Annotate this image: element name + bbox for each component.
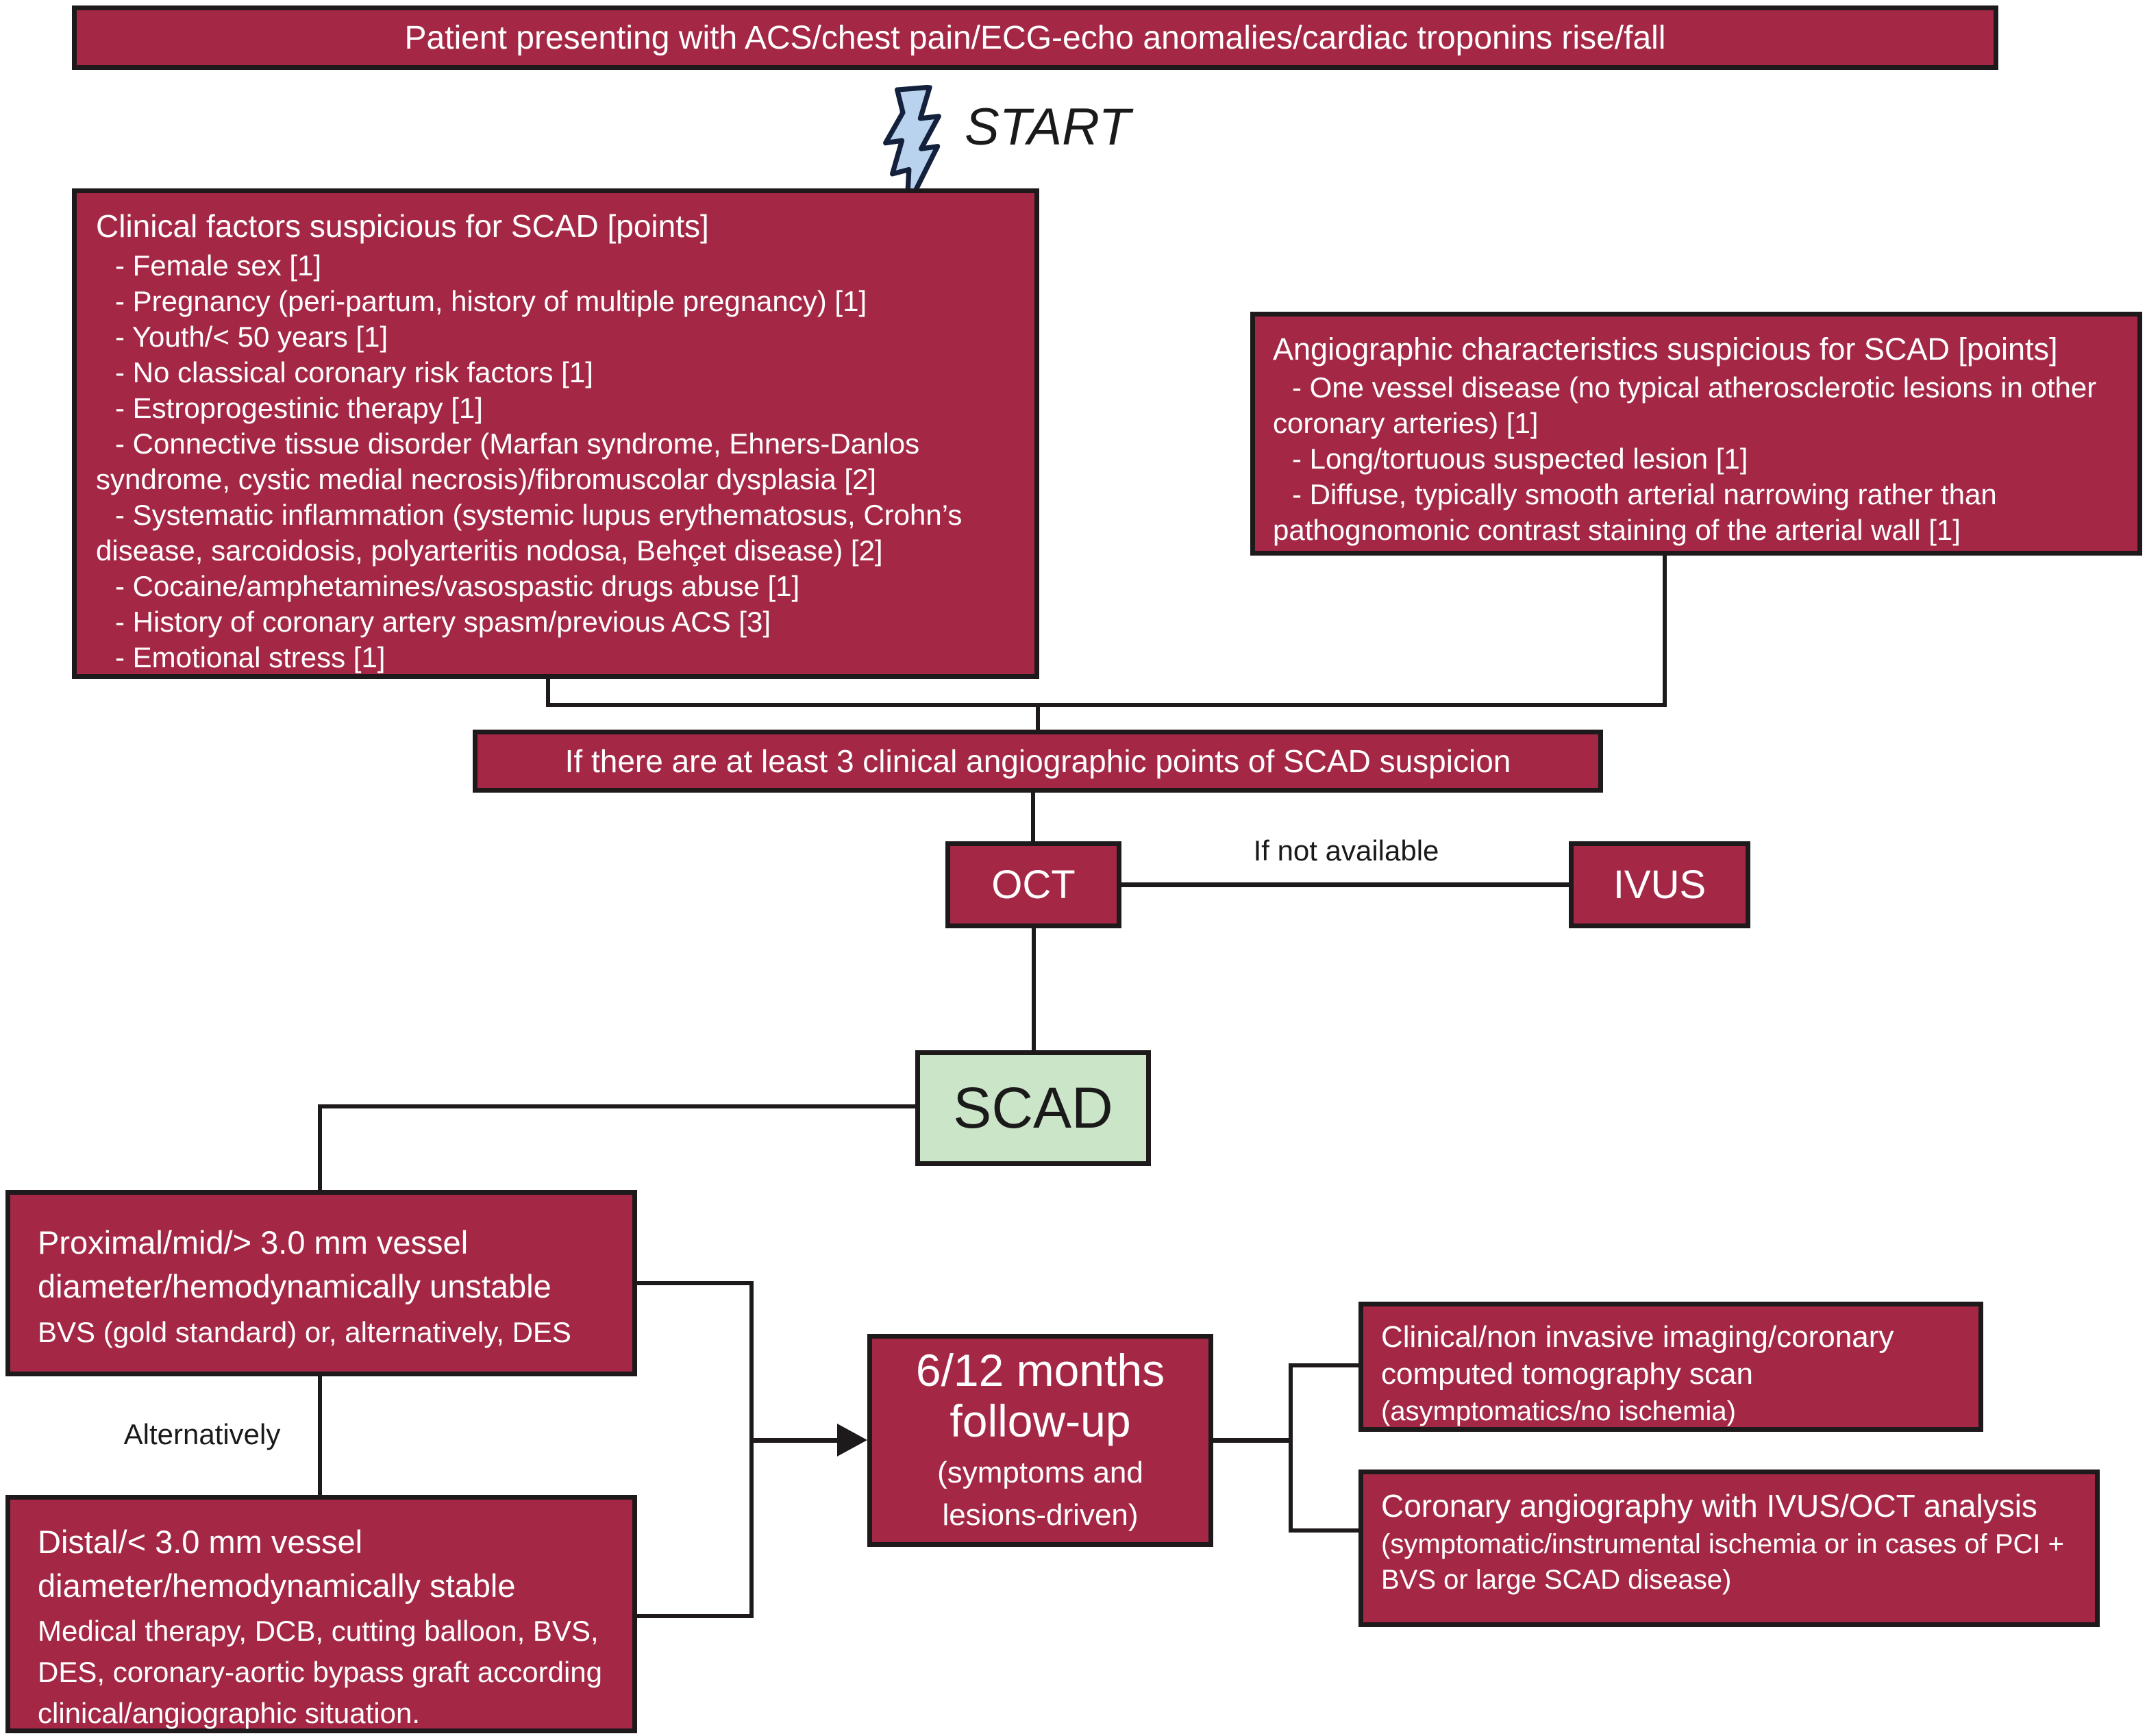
arrowhead-followup bbox=[837, 1424, 867, 1456]
connector-oct-ivus bbox=[1121, 882, 1569, 887]
connector-proximal-right bbox=[637, 1281, 754, 1285]
connector-arrow-shaft bbox=[749, 1438, 841, 1443]
proximal-title: Proximal/mid/> 3.0 mm vessel diameter/he… bbox=[38, 1224, 551, 1304]
connector-alternatively bbox=[318, 1376, 322, 1495]
clinical-item: - Systematic inflammation (systemic lupu… bbox=[96, 499, 963, 567]
angiographic-item: - One vessel disease (no typical atheros… bbox=[1273, 371, 2097, 439]
ct-scan-box: Clinical/non invasive imaging/coronary c… bbox=[1358, 1302, 1983, 1432]
suspicion-text: If there are at least 3 clinical angiogr… bbox=[564, 743, 1511, 779]
connector-distal-right bbox=[637, 1614, 754, 1618]
angiographic-item: - Long/tortuous suspected lesion [1] bbox=[1292, 443, 1748, 475]
clinical-item: - Estroprogestinic therapy [1] bbox=[115, 392, 483, 424]
followup-box: 6/12 months follow-up (symptoms and lesi… bbox=[867, 1334, 1213, 1547]
proximal-body: BVS (gold standard) or, alternatively, D… bbox=[38, 1316, 571, 1348]
connector-clinical-down bbox=[546, 678, 550, 707]
ct-scan-subtitle: (asymptomatics/no ischemia) bbox=[1381, 1396, 1736, 1426]
start-label: START bbox=[965, 98, 1131, 156]
clinical-item: - No classical coronary risk factors [1] bbox=[115, 356, 593, 388]
connector-bracket-bottom bbox=[1289, 1528, 1358, 1533]
connector-bracket-vertical bbox=[1289, 1363, 1293, 1533]
alternatively-label: Alternatively bbox=[123, 1418, 281, 1450]
connector-followup-right bbox=[1213, 1438, 1293, 1443]
connector-mid-down bbox=[1036, 703, 1040, 732]
connector-banner-oct bbox=[1031, 793, 1035, 844]
clinical-item: - Cocaine/amphetamines/vasospastic drugs… bbox=[115, 570, 800, 602]
patient-presenting-banner: Patient presenting with ACS/chest pain/E… bbox=[72, 5, 1998, 70]
coronary-angiography-title: Coronary angiography with IVUS/OCT analy… bbox=[1381, 1488, 2037, 1524]
connector-oct-scad bbox=[1032, 928, 1036, 1095]
connector-angio-down bbox=[1663, 556, 1667, 707]
clinical-item: - Female sex [1] bbox=[115, 249, 322, 282]
connector-left-down bbox=[318, 1104, 322, 1192]
angiographic-characteristics-box: Angiographic characteristics suspicious … bbox=[1250, 312, 2142, 556]
oct-box: OCT bbox=[945, 841, 1121, 928]
coronary-angiography-box: Coronary angiography with IVUS/OCT analy… bbox=[1358, 1470, 2100, 1627]
if-not-available-label: If not available bbox=[1253, 834, 1439, 867]
clinical-item: - Connective tissue disorder (Marfan syn… bbox=[96, 427, 920, 495]
clinical-factors-title: Clinical factors suspicious for SCAD [po… bbox=[96, 208, 709, 244]
clinical-factors-box: Clinical factors suspicious for SCAD [po… bbox=[72, 188, 1039, 679]
distal-body: Medical therapy, DCB, cutting balloon, B… bbox=[38, 1615, 603, 1729]
connector-join-vertical bbox=[749, 1281, 754, 1618]
clinical-item: - Youth/< 50 years [1] bbox=[115, 321, 388, 353]
followup-subtitle: (symptoms and lesions-driven) bbox=[937, 1455, 1143, 1532]
clinical-item: - History of coronary artery spasm/previ… bbox=[115, 606, 771, 638]
coronary-angiography-subtitle: (symptomatic/instrumental ischemia or in… bbox=[1381, 1529, 2065, 1595]
distal-box: Distal/< 3.0 mm vessel diameter/hemodyna… bbox=[5, 1495, 637, 1733]
clinical-item: - Emotional stress [1] bbox=[115, 641, 386, 673]
distal-title: Distal/< 3.0 mm vessel diameter/hemodyna… bbox=[38, 1524, 516, 1604]
ivus-box: IVUS bbox=[1569, 841, 1750, 928]
suspicion-banner: If there are at least 3 clinical angiogr… bbox=[473, 730, 1603, 793]
followup-title: 6/12 months follow-up bbox=[915, 1344, 1165, 1446]
patient-presenting-text: Patient presenting with ACS/chest pain/E… bbox=[404, 19, 1666, 56]
scad-box: SCAD bbox=[915, 1050, 1151, 1166]
angiographic-title: Angiographic characteristics suspicious … bbox=[1273, 332, 2058, 367]
proximal-box: Proximal/mid/> 3.0 mm vessel diameter/he… bbox=[5, 1190, 637, 1376]
connector-horizontal-join bbox=[546, 703, 1667, 707]
clinical-item: - Pregnancy (peri-partum, history of mul… bbox=[115, 285, 867, 317]
connector-scad-left bbox=[318, 1104, 915, 1108]
ct-scan-title: Clinical/non invasive imaging/coronary c… bbox=[1381, 1320, 1894, 1391]
angiographic-item: - Diffuse, typically smooth arterial nar… bbox=[1273, 478, 1997, 546]
connector-bracket-top bbox=[1289, 1363, 1358, 1367]
